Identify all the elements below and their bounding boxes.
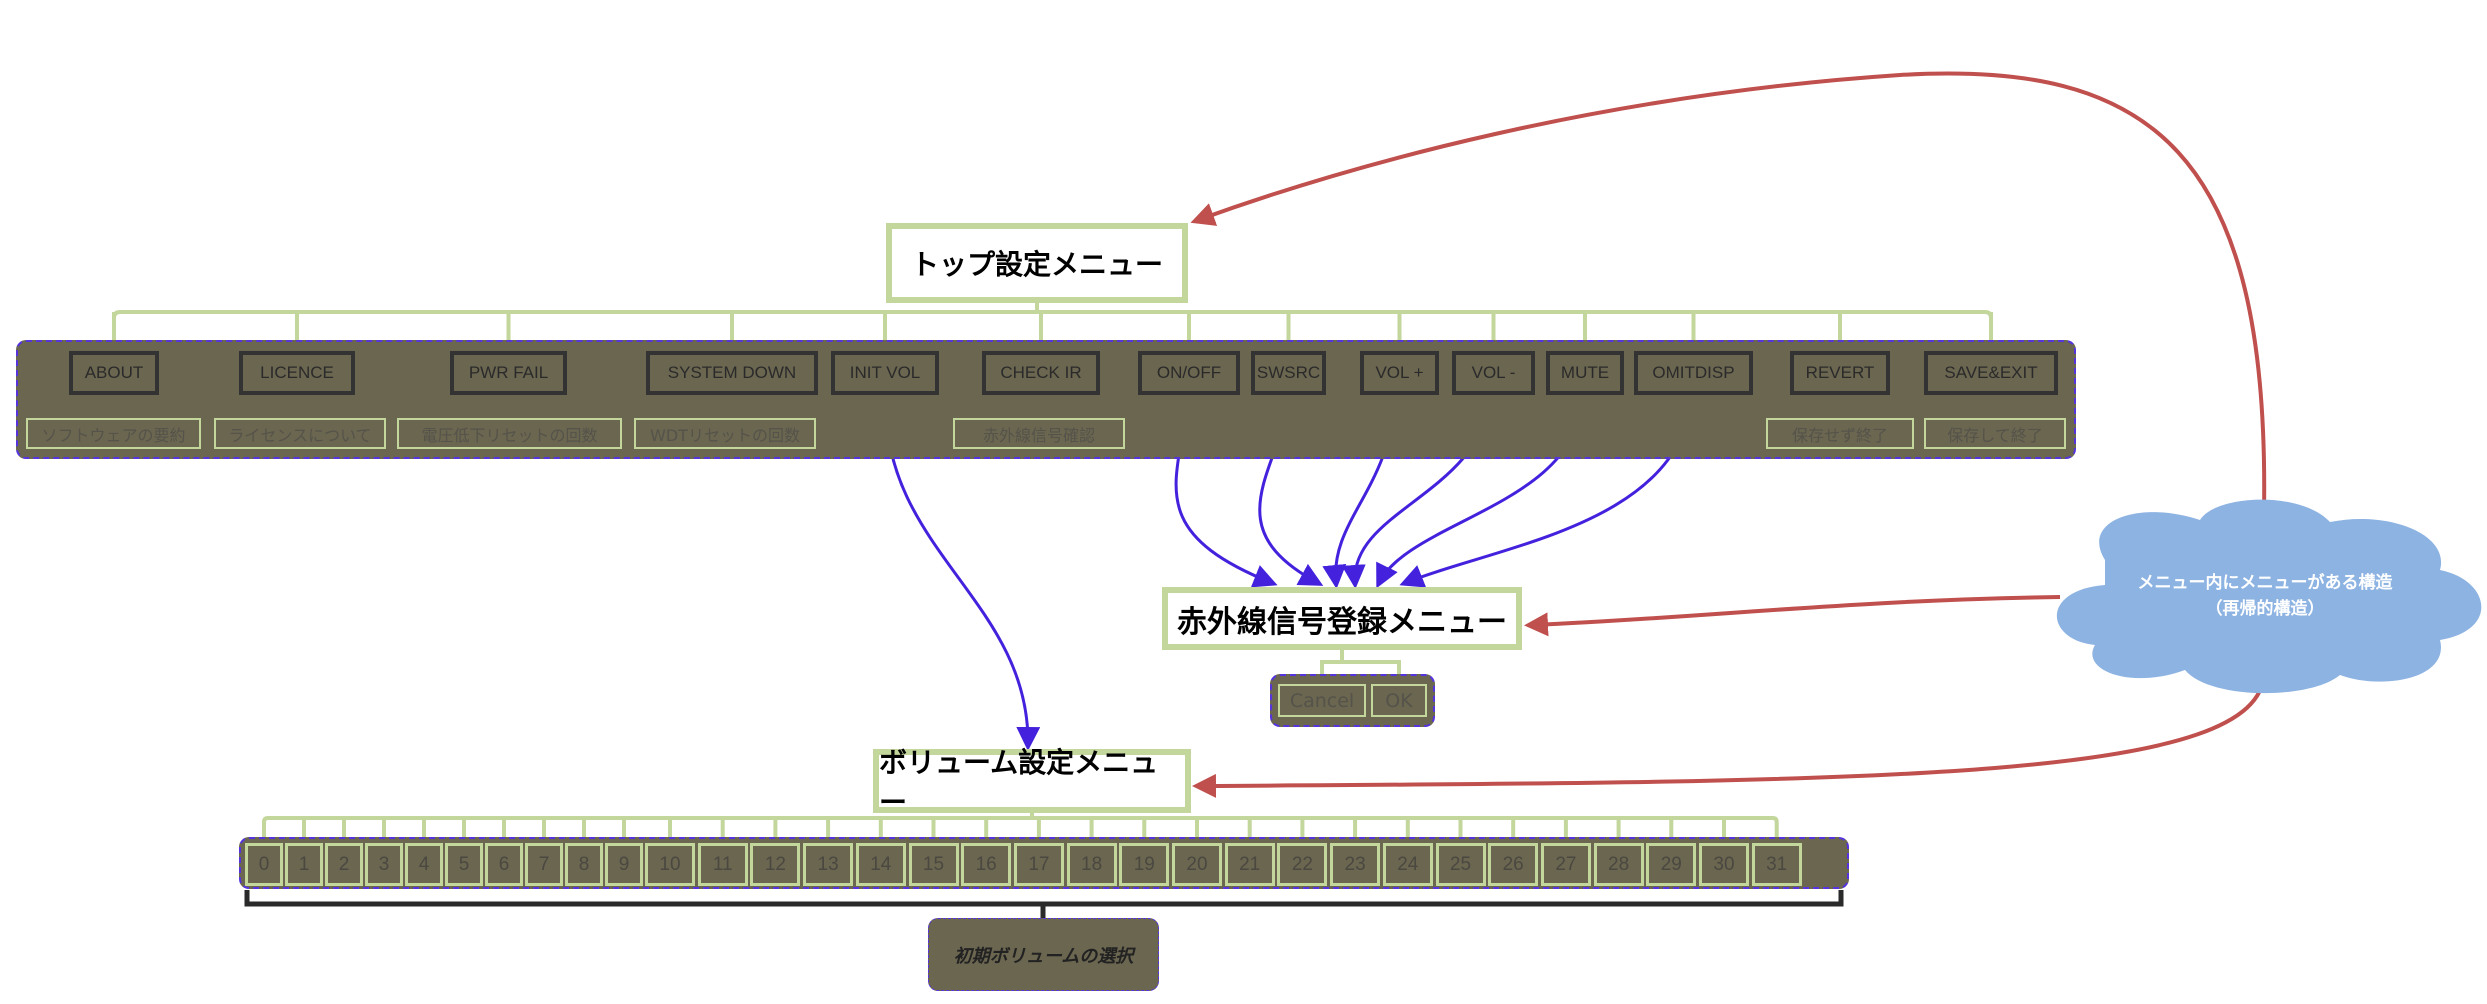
volume-option-0[interactable]: 0 — [245, 843, 283, 886]
volume-option-18[interactable]: 18 — [1066, 843, 1117, 886]
volume-option-7[interactable]: 7 — [525, 843, 563, 886]
top-menu-item-on-off[interactable]: ON/OFF — [1138, 351, 1240, 395]
volume-note: 初期ボリュームの選択 — [928, 918, 1159, 991]
volume-option-6[interactable]: 6 — [485, 843, 523, 886]
volume-bracket — [244, 890, 1844, 918]
volume-option-27[interactable]: 27 — [1540, 843, 1591, 886]
cancel-button[interactable]: Cancel — [1278, 684, 1366, 717]
volume-option-5[interactable]: 5 — [445, 843, 483, 886]
volume-option-14[interactable]: 14 — [855, 843, 906, 886]
volume-option-16[interactable]: 16 — [961, 843, 1012, 886]
volume-option-17[interactable]: 17 — [1013, 843, 1064, 886]
top-menu-item-vol-[interactable]: VOL - — [1452, 351, 1535, 395]
volume-option-8[interactable]: 8 — [565, 843, 603, 886]
top-menu-bracket — [112, 303, 1993, 319]
top-menu-item-init-vol[interactable]: INIT VOL — [831, 351, 939, 395]
ir-menu-title: 赤外線信号登録メニュー — [1162, 587, 1522, 650]
volume-option-15[interactable]: 15 — [908, 843, 959, 886]
volume-option-3[interactable]: 3 — [365, 843, 403, 886]
volume-option-22[interactable]: 22 — [1277, 843, 1328, 886]
volume-option-10[interactable]: 10 — [645, 843, 695, 886]
volume-option-26[interactable]: 26 — [1488, 843, 1539, 886]
cloud-line-2: （再帰的構造） — [2205, 599, 2325, 619]
volume-option-19[interactable]: 19 — [1119, 843, 1170, 886]
volume-option-28[interactable]: 28 — [1593, 843, 1644, 886]
top-menu-item-description: 電圧低下リセットの回数 — [397, 418, 622, 449]
top-menu-item-description: ソフトウェアの要約 — [26, 418, 201, 449]
volume-option-23[interactable]: 23 — [1330, 843, 1381, 886]
ok-button[interactable]: OK — [1371, 684, 1427, 717]
volume-option-31[interactable]: 31 — [1751, 843, 1802, 886]
top-menu-item-description: WDTリセットの回数 — [634, 418, 816, 449]
volume-option-4[interactable]: 4 — [405, 843, 443, 886]
top-menu-item-description: ライセンスについて — [214, 418, 386, 449]
volume-option-20[interactable]: 20 — [1172, 843, 1222, 886]
top-menu-item-mute[interactable]: MUTE — [1546, 351, 1624, 395]
top-menu-title: トップ設定メニュー — [886, 223, 1188, 303]
volume-menu-title: ボリューム設定メニュー — [873, 746, 1191, 819]
volume-option-30[interactable]: 30 — [1699, 843, 1749, 886]
top-menu-item-omitdisp[interactable]: OMITDISP — [1634, 351, 1753, 395]
volume-option-13[interactable]: 13 — [803, 843, 854, 886]
cloud-line-1: メニュー内にメニューがある構造 — [2137, 573, 2393, 593]
top-menu-item-check-ir[interactable]: CHECK IR — [982, 351, 1100, 395]
volume-option-12[interactable]: 12 — [750, 843, 801, 886]
top-menu-item-revert[interactable]: REVERT — [1790, 351, 1890, 395]
top-menu-item-pwr-fail[interactable]: PWR FAIL — [450, 351, 567, 395]
volume-option-21[interactable]: 21 — [1224, 843, 1275, 886]
volume-option-29[interactable]: 29 — [1646, 843, 1697, 886]
volume-option-2[interactable]: 2 — [325, 843, 363, 886]
top-menu-item-description: 保存して終了 — [1924, 418, 2066, 449]
volume-option-9[interactable]: 9 — [605, 843, 643, 886]
top-menu-item-about[interactable]: ABOUT — [69, 351, 159, 395]
top-menu-item-system-down[interactable]: SYSTEM DOWN — [646, 351, 818, 395]
volume-option-11[interactable]: 11 — [697, 843, 748, 886]
volume-option-1[interactable]: 1 — [285, 843, 323, 886]
volume-option-24[interactable]: 24 — [1382, 843, 1433, 886]
volume-option-25[interactable]: 25 — [1435, 843, 1486, 886]
arrow-cloud-to-ir — [1524, 595, 2061, 637]
top-menu-item-licence[interactable]: LICENCE — [239, 351, 355, 395]
top-menu-item-vol-[interactable]: VOL + — [1360, 351, 1439, 395]
top-menu-item-swsrc[interactable]: SWSRC — [1251, 351, 1326, 395]
top-menu-item-description: 保存せず終了 — [1766, 418, 1914, 449]
cloud-callout: メニュー内にメニューがある構造 （再帰的構造） — [2100, 570, 2430, 622]
top-menu-item-description: 赤外線信号確認 — [953, 418, 1125, 449]
top-menu-item-save-exit[interactable]: SAVE&EXIT — [1924, 351, 2058, 395]
